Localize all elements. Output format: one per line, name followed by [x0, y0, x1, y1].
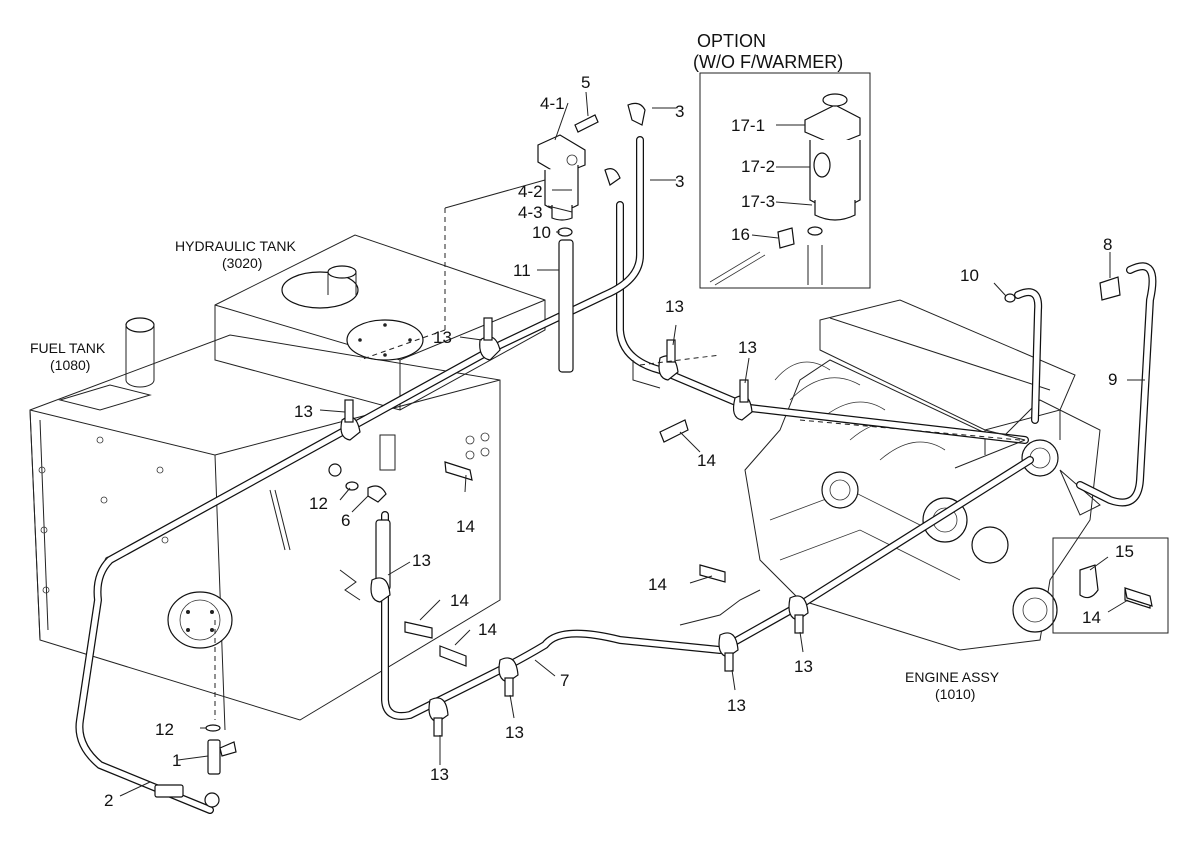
leader-lines [119, 91, 1145, 797]
callout-8: 8 [1103, 235, 1112, 254]
callout-3-lower: 3 [675, 172, 684, 191]
callout-14-b: 14 [456, 517, 475, 536]
callout-14-c: 14 [450, 591, 469, 610]
callout-7: 7 [560, 671, 569, 690]
callout-10-engine: 10 [960, 266, 979, 285]
fuel-tank-code: (1080) [50, 357, 90, 373]
engine-code: (1010) [935, 686, 975, 702]
engine-label: ENGINE ASSY [905, 669, 1000, 685]
fuel-tank [29, 317, 501, 731]
callout-9: 9 [1108, 370, 1117, 389]
hydraulic-tank-code: (3020) [222, 255, 262, 271]
hydraulic-tank [214, 234, 546, 551]
callout-12-lower: 12 [155, 720, 174, 739]
fittings [204, 276, 1151, 808]
callout-13-e: 13 [412, 551, 431, 570]
option-panel [699, 72, 871, 289]
callout-17-3: 17-3 [741, 192, 775, 211]
callout-14-inset: 14 [1082, 608, 1101, 627]
option-subtitle: (W/O F/WARMER) [693, 52, 843, 72]
callout-13-f: 13 [430, 765, 449, 784]
callout-2: 2 [104, 791, 113, 810]
callout-13-c: 13 [665, 297, 684, 316]
callout-17-2: 17-2 [741, 157, 775, 176]
labels: OPTION (W/O F/WARMER) HYDRAULIC TANK (30… [30, 31, 1134, 810]
callout-4-1: 4-1 [540, 94, 565, 113]
callout-14-a: 14 [697, 451, 716, 470]
callout-4-2: 4-2 [518, 182, 543, 201]
callout-10-filter: 10 [532, 223, 551, 242]
callout-13-b: 13 [294, 402, 313, 421]
callout-13-g: 13 [505, 723, 524, 742]
callout-3-upper: 3 [675, 102, 684, 121]
callout-16: 16 [731, 225, 750, 244]
callout-6: 6 [341, 511, 350, 530]
option-title: OPTION [697, 31, 766, 51]
hydraulic-tank-label: HYDRAULIC TANK [175, 238, 297, 254]
fuel-tank-label: FUEL TANK [30, 340, 106, 356]
reference-lines [339, 179, 1021, 626]
callout-17-1: 17-1 [731, 116, 765, 135]
callout-13-h: 13 [727, 696, 746, 715]
clamps [340, 317, 809, 737]
callout-11: 11 [513, 261, 531, 280]
callout-15: 15 [1115, 542, 1134, 561]
callout-13-i: 13 [794, 657, 813, 676]
fuel-filter [537, 102, 646, 237]
callout-5: 5 [581, 73, 590, 92]
callout-14-d: 14 [478, 620, 497, 639]
callout-4-3: 4-3 [518, 203, 543, 222]
callout-1: 1 [172, 751, 181, 770]
callout-13-d: 13 [738, 338, 757, 357]
callout-13-a: 13 [433, 328, 452, 347]
clamp-detail-inset [1052, 537, 1169, 634]
callout-12-upper: 12 [309, 494, 328, 513]
callout-14-e: 14 [648, 575, 667, 594]
